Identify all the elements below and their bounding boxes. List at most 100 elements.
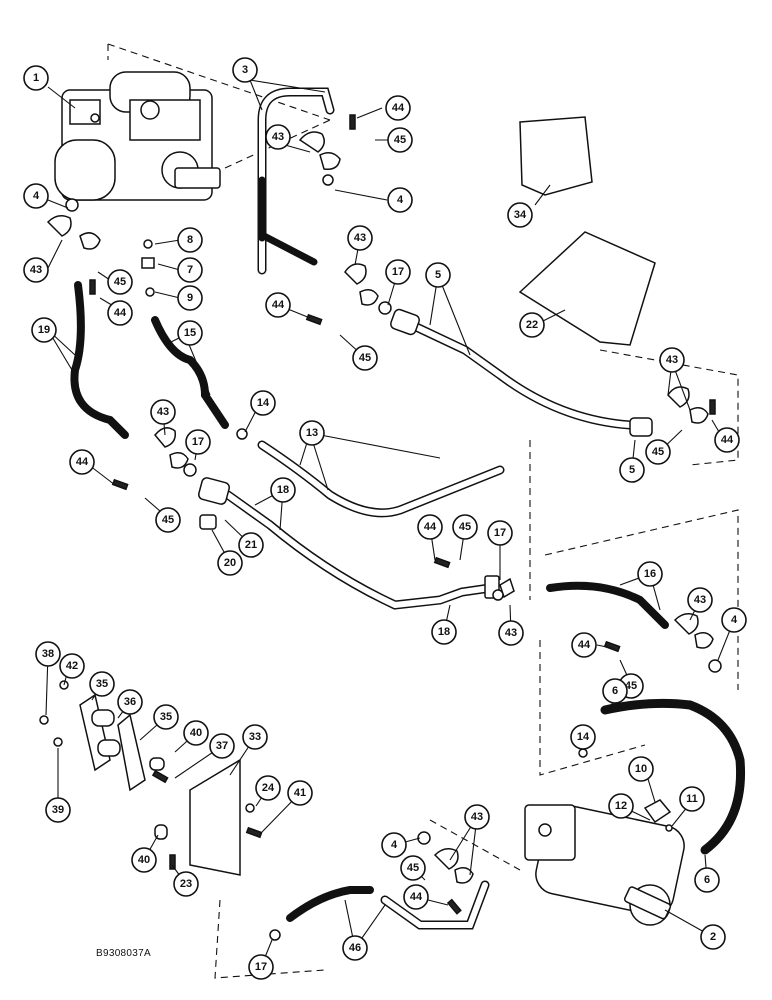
svg-text:43: 43 <box>505 627 517 639</box>
callout: 34 <box>507 202 533 228</box>
callout: 43 <box>659 347 685 373</box>
right-clamp-outline <box>599 349 739 466</box>
bracket-stack <box>39 680 263 876</box>
svg-text:18: 18 <box>277 484 289 496</box>
callout: 21 <box>238 532 264 558</box>
callout: 35 <box>89 671 115 697</box>
callout: 45 <box>352 345 378 371</box>
svg-text:24: 24 <box>262 782 275 794</box>
flange-fittings <box>198 308 653 599</box>
callout: 45 <box>387 127 413 153</box>
svg-text:43: 43 <box>30 264 42 276</box>
svg-text:43: 43 <box>666 354 678 366</box>
svg-text:46: 46 <box>349 942 361 954</box>
callout: 20 <box>217 550 243 576</box>
svg-text:44: 44 <box>424 521 437 533</box>
callout: 45 <box>107 269 133 295</box>
bottom-outline <box>214 819 521 979</box>
svg-text:22: 22 <box>526 319 538 331</box>
callout: 4 <box>23 183 49 209</box>
callout: 17 <box>248 954 274 980</box>
callout: 4 <box>381 832 407 858</box>
callout: 38 <box>35 641 61 667</box>
motor-assembly-drawing <box>524 804 685 926</box>
svg-text:18: 18 <box>438 626 450 638</box>
svg-text:13: 13 <box>306 427 318 439</box>
svg-text:23: 23 <box>180 878 192 890</box>
svg-text:37: 37 <box>216 740 228 752</box>
svg-text:43: 43 <box>354 232 366 244</box>
svg-text:40: 40 <box>190 727 202 739</box>
callout: 44 <box>403 884 429 910</box>
svg-text:45: 45 <box>407 862 419 874</box>
svg-text:39: 39 <box>52 804 64 816</box>
svg-text:15: 15 <box>184 327 196 339</box>
callout: 43 <box>498 620 524 646</box>
svg-text:45: 45 <box>162 514 174 526</box>
svg-text:9: 9 <box>187 292 193 304</box>
callout: 35 <box>153 704 179 730</box>
svg-text:35: 35 <box>160 711 172 723</box>
svg-text:6: 6 <box>612 685 618 697</box>
svg-text:43: 43 <box>272 131 284 143</box>
callout: 44 <box>714 427 740 453</box>
hose-46 <box>286 886 374 922</box>
callout: 45 <box>155 507 181 533</box>
svg-text:14: 14 <box>257 397 270 409</box>
callout: 40 <box>131 847 157 873</box>
callout: 12 <box>608 793 634 819</box>
callout: 17 <box>185 429 211 455</box>
callout: 44 <box>385 95 411 121</box>
callout: 43 <box>347 225 373 251</box>
svg-text:5: 5 <box>435 269 441 281</box>
callout: 44 <box>417 514 443 540</box>
callout: 43 <box>265 124 291 150</box>
svg-text:44: 44 <box>272 299 285 311</box>
svg-text:45: 45 <box>359 352 371 364</box>
callout: 18 <box>431 619 457 645</box>
callout: 43 <box>464 804 490 830</box>
callout: 3 <box>232 57 258 83</box>
svg-text:5: 5 <box>629 464 635 476</box>
svg-text:38: 38 <box>42 648 54 660</box>
callout: 11 <box>679 786 705 812</box>
callout: 41 <box>287 780 313 806</box>
callout: 33 <box>242 724 268 750</box>
svg-text:43: 43 <box>471 811 483 823</box>
svg-text:4: 4 <box>731 614 738 626</box>
callout: 23 <box>173 871 199 897</box>
callout: 43 <box>23 257 49 283</box>
callout: 39 <box>45 797 71 823</box>
hose-19 <box>70 281 129 439</box>
callout: 42 <box>59 653 85 679</box>
callout: 43 <box>150 399 176 425</box>
callout: 6 <box>602 678 628 704</box>
fitting-10 <box>643 799 672 824</box>
svg-text:3: 3 <box>242 64 248 76</box>
svg-text:4: 4 <box>397 194 404 206</box>
callout: 6 <box>694 867 720 893</box>
svg-text:33: 33 <box>249 731 261 743</box>
callout: 37 <box>209 733 235 759</box>
svg-text:7: 7 <box>187 264 193 276</box>
svg-text:19: 19 <box>38 324 50 336</box>
svg-text:45: 45 <box>394 134 406 146</box>
svg-text:21: 21 <box>245 539 257 551</box>
callout: 10 <box>628 756 654 782</box>
callout: 18 <box>270 477 296 503</box>
svg-text:42: 42 <box>66 660 78 672</box>
hose-15 <box>151 316 229 429</box>
callout: 9 <box>177 285 203 311</box>
svg-text:4: 4 <box>33 190 40 202</box>
svg-text:44: 44 <box>578 639 591 651</box>
shield-plate-22 <box>518 231 656 346</box>
svg-text:4: 4 <box>391 839 398 851</box>
svg-text:43: 43 <box>157 406 169 418</box>
svg-text:17: 17 <box>255 961 267 973</box>
callout: 44 <box>265 292 291 318</box>
svg-text:8: 8 <box>187 234 193 246</box>
callout: 45 <box>400 855 426 881</box>
callout: 40 <box>183 720 209 746</box>
reference-code: B9308037A <box>96 948 151 959</box>
